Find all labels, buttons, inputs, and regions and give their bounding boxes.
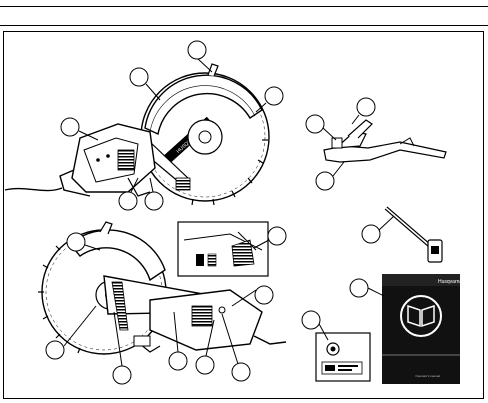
callout-9 — [316, 162, 344, 190]
manual-brand: Husqvarna — [438, 279, 462, 285]
detail-inset — [178, 222, 268, 276]
callout-14 — [350, 279, 384, 297]
manual-footer: Operator's manual — [415, 374, 440, 378]
callout-7 — [352, 98, 375, 124]
callout-13 — [362, 216, 394, 243]
callout-8 — [306, 115, 336, 140]
combination-wrench — [386, 208, 442, 262]
callout-3 — [256, 87, 283, 112]
callout-1 — [188, 41, 212, 72]
operators-manual: Husqvarna Operator's manual — [382, 274, 462, 384]
callout-2 — [130, 68, 160, 100]
label-card — [316, 333, 370, 381]
guide-clamp — [324, 120, 446, 162]
